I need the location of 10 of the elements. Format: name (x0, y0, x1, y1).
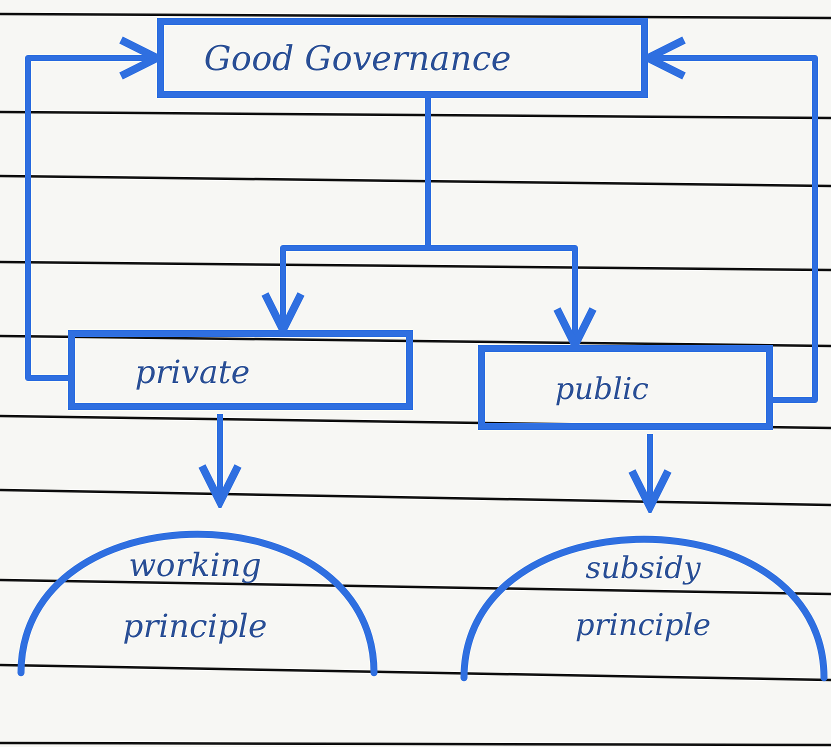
box-label: public (555, 372, 649, 407)
box-label: private (135, 353, 250, 391)
category-box (478, 345, 773, 430)
handwritten-note: subsidy principle (574, 550, 712, 645)
handwritten-note: working principle (122, 545, 268, 647)
box-label: Good Governance (204, 39, 512, 79)
title-box (157, 18, 648, 98)
arrow (628, 434, 672, 511)
arrow (198, 414, 242, 506)
category-box (68, 330, 413, 410)
